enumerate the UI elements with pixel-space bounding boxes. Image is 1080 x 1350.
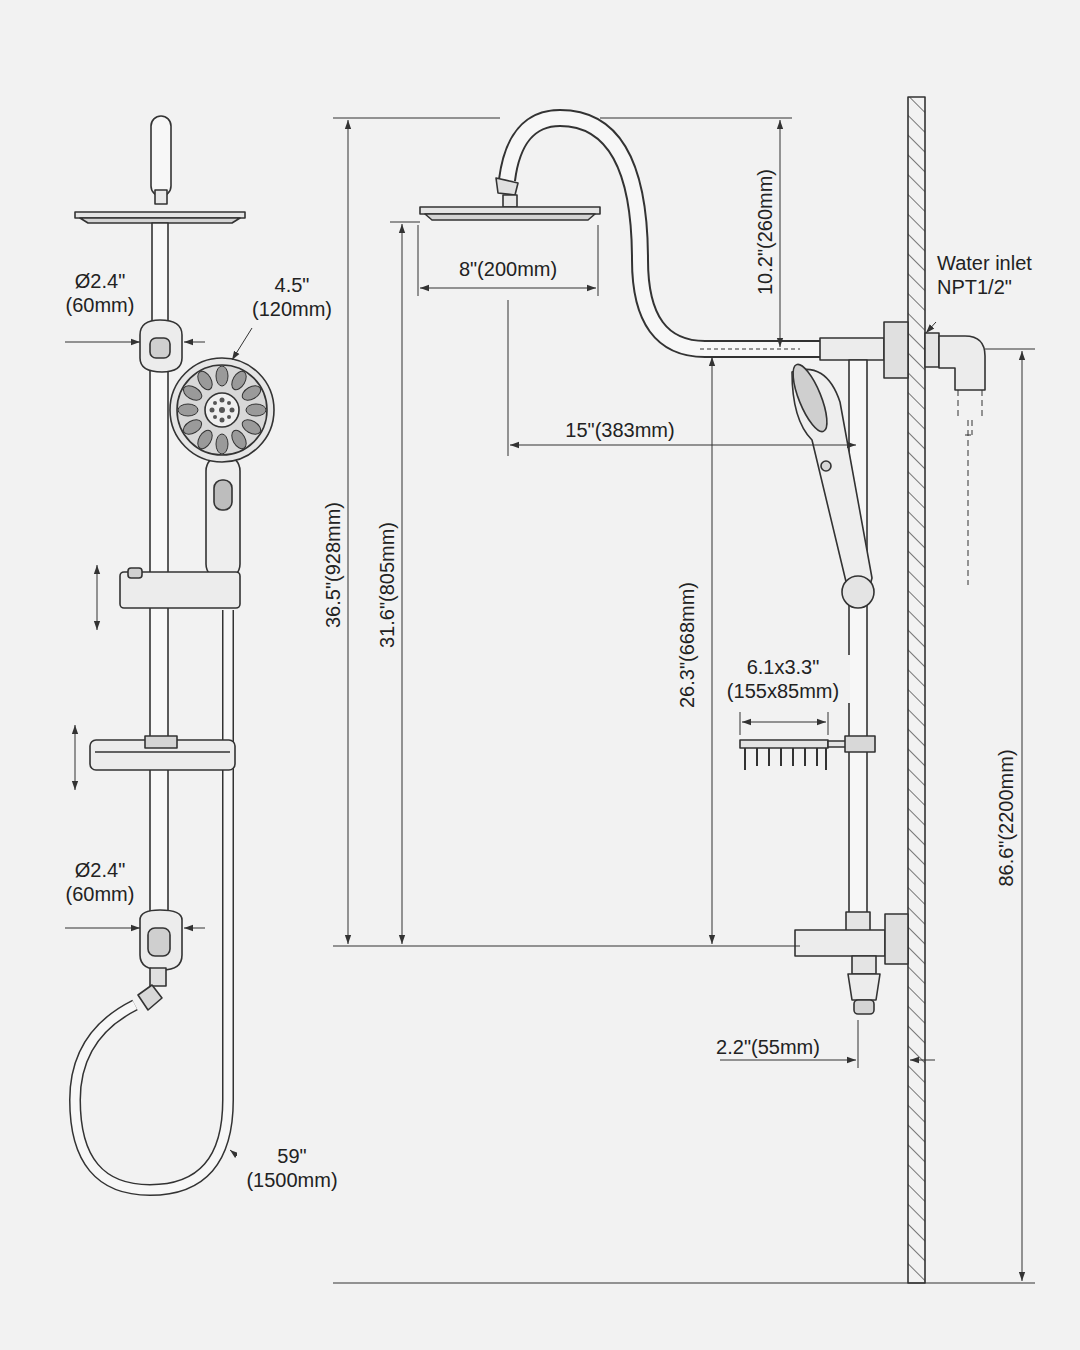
head-height-dimension: 31.6"(805mm) bbox=[375, 519, 399, 651]
install-height-dimension: 86.6"(2200mm) bbox=[994, 746, 1018, 889]
soap-dish-dimension: 6.1x3.3" (155x85mm) bbox=[716, 655, 850, 703]
diameter-dimension: Ø2.4" (60mm) bbox=[55, 269, 145, 317]
arm-height-dimension: 10.2"(260mm) bbox=[753, 166, 777, 298]
diameter-dimension: Ø2.4" (60mm) bbox=[55, 858, 145, 906]
wall-offset-dimension: 2.2"(55mm) bbox=[713, 1035, 823, 1059]
hose-length-dimension: 59" (1500mm) bbox=[237, 1144, 347, 1192]
water-inlet-note: Water inlet NPT1/2" bbox=[934, 251, 1058, 299]
rain-head-dimension: 8"(200mm) bbox=[456, 257, 560, 281]
arm-reach-dimension: 15"(383mm) bbox=[562, 418, 677, 442]
bar-height-dimension: 26.3"(668mm) bbox=[675, 579, 699, 711]
head-size-dimension: 4.5" (120mm) bbox=[241, 273, 343, 321]
overall-height-dimension: 36.5"(928mm) bbox=[321, 499, 345, 631]
